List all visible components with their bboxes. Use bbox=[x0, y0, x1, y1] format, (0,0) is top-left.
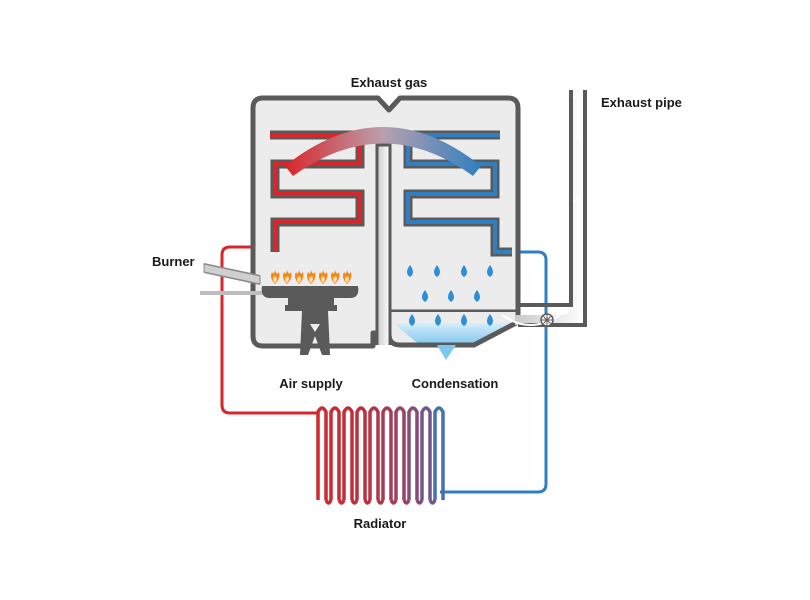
fan-icon bbox=[540, 313, 554, 327]
flame-icon bbox=[295, 270, 304, 284]
water-droplet-icon bbox=[474, 290, 480, 302]
radiator-fin bbox=[381, 406, 393, 500]
water-droplet-icon bbox=[409, 314, 415, 326]
burner-leader bbox=[203, 263, 261, 285]
label-air-supply: Air supply bbox=[279, 376, 343, 391]
water-droplet-icon bbox=[448, 290, 454, 302]
divider-wall bbox=[375, 143, 392, 345]
flame-icon bbox=[271, 270, 280, 284]
flame-icon bbox=[331, 270, 340, 284]
exhaust-flow-arrow bbox=[573, 90, 583, 140]
water-droplet-icon bbox=[435, 314, 441, 326]
flame-icon bbox=[307, 270, 316, 284]
secondary-heat-exchanger bbox=[403, 130, 512, 257]
hot-water-pipe bbox=[220, 245, 318, 415]
radiator-fin-joint bbox=[363, 499, 372, 505]
radiator-fin bbox=[368, 406, 380, 500]
flame-core bbox=[273, 276, 277, 283]
water-droplet-icon bbox=[407, 265, 413, 277]
radiator-fin-joint bbox=[428, 499, 437, 505]
flame-core bbox=[297, 276, 301, 283]
air-intake bbox=[300, 311, 330, 355]
radiator-fin-joint bbox=[389, 499, 398, 505]
radiator-fin-joint bbox=[376, 499, 385, 505]
radiator-fin bbox=[316, 406, 328, 500]
flame-icon bbox=[319, 270, 328, 284]
flame-core bbox=[333, 276, 337, 283]
flames bbox=[271, 270, 352, 284]
radiator bbox=[316, 406, 445, 505]
label-exhaust-pipe: Exhaust pipe bbox=[601, 95, 682, 110]
burner-assembly bbox=[200, 286, 359, 355]
water-droplet-icon bbox=[422, 290, 428, 302]
water-droplet-icon bbox=[461, 265, 467, 277]
water-droplet-icon bbox=[434, 265, 440, 277]
water-droplet-icon bbox=[487, 314, 493, 326]
radiator-fin bbox=[342, 406, 354, 500]
radiator-fin bbox=[355, 406, 367, 500]
label-exhaust-gas: Exhaust gas bbox=[351, 75, 428, 90]
exhaust-flow-arrow bbox=[501, 314, 561, 326]
condensation-droplets bbox=[407, 265, 493, 326]
water-droplet-icon bbox=[461, 314, 467, 326]
flame-icon bbox=[283, 270, 292, 284]
gas-line bbox=[200, 291, 263, 295]
label-radiator: Radiator bbox=[354, 516, 407, 531]
label-burner: Burner bbox=[152, 254, 195, 269]
flame-core bbox=[345, 276, 349, 283]
radiator-fin-joint bbox=[415, 499, 424, 505]
condensate-collector bbox=[386, 312, 521, 360]
radiator-fin-joint bbox=[350, 499, 359, 505]
exhaust-pipe bbox=[501, 90, 587, 327]
label-condensation: Condensation bbox=[412, 376, 499, 391]
radiator-fin-joint bbox=[402, 499, 411, 505]
radiator-fin bbox=[329, 406, 341, 500]
water-droplet-icon bbox=[487, 265, 493, 277]
radiator-fin-joint bbox=[324, 499, 333, 505]
radiator-fin bbox=[394, 406, 406, 500]
cold-water-pipe bbox=[440, 250, 548, 494]
flame-core bbox=[309, 276, 313, 283]
radiator-fin bbox=[420, 406, 432, 500]
exhaust-gas-flow-arrow bbox=[285, 127, 481, 176]
flame-icon bbox=[343, 270, 352, 284]
flame-core bbox=[321, 276, 325, 283]
condensate-drain bbox=[437, 345, 456, 360]
exhaust-flow-arrow bbox=[573, 194, 583, 240]
flame-core bbox=[285, 276, 289, 283]
radiator-fin-joint bbox=[337, 499, 346, 505]
radiator-fin bbox=[433, 406, 445, 500]
radiator-fin bbox=[407, 406, 419, 500]
